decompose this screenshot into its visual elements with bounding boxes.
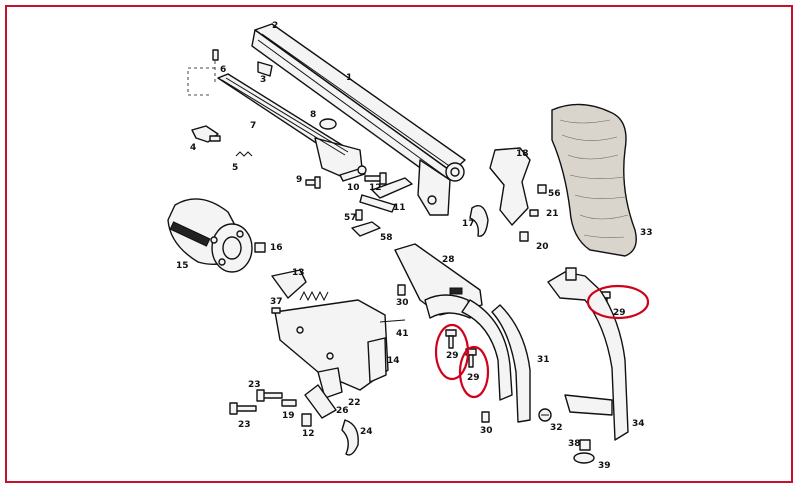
label-17: 17 xyxy=(462,219,475,229)
label-4: 4 xyxy=(190,143,196,153)
part-wedge xyxy=(359,177,413,213)
part-4-latch xyxy=(191,125,221,143)
screw-9 xyxy=(305,176,321,189)
screw-23-upper xyxy=(256,389,283,402)
screw-30-lower xyxy=(481,411,490,423)
label-34: 34 xyxy=(632,419,645,429)
label-29b: 29 xyxy=(467,373,480,383)
screw-20 xyxy=(519,231,529,242)
label-24: 24 xyxy=(360,427,373,437)
label-8: 8 xyxy=(310,110,316,120)
label-21: 21 xyxy=(546,209,559,219)
label-22: 22 xyxy=(348,398,361,408)
screw-12-lower xyxy=(301,413,312,427)
label-41: 41 xyxy=(396,329,409,339)
label-23b: 23 xyxy=(238,420,251,430)
highlight-ring-29-middle xyxy=(458,345,490,399)
highlight-ring-29-left xyxy=(434,323,470,381)
screw-21 xyxy=(529,209,539,217)
screw-30-upper xyxy=(397,284,406,296)
screw-32 xyxy=(538,408,552,422)
part-barrel xyxy=(251,23,466,216)
part-grip xyxy=(551,103,637,257)
label-30b: 30 xyxy=(480,426,493,436)
label-29c: 29 xyxy=(613,308,626,318)
label-56: 56 xyxy=(548,189,561,199)
part-cylinder xyxy=(167,198,253,273)
label-58: 58 xyxy=(380,233,393,243)
part-57-58 xyxy=(351,209,381,237)
label-10: 10 xyxy=(347,183,360,193)
label-13: 13 xyxy=(292,268,305,278)
label-7: 7 xyxy=(250,121,256,131)
label-2: 2 xyxy=(272,21,278,31)
part-22 xyxy=(317,367,343,399)
label-16: 16 xyxy=(270,243,283,253)
label-39: 39 xyxy=(598,461,611,471)
label-15: 15 xyxy=(176,261,189,271)
label-9: 9 xyxy=(296,175,302,185)
label-12b: 12 xyxy=(302,429,315,439)
part-loading-lever xyxy=(217,73,363,179)
label-20: 20 xyxy=(536,242,549,252)
label-23a: 23 xyxy=(248,380,261,390)
label-26: 26 xyxy=(336,406,349,416)
part-31 xyxy=(491,304,531,423)
label-11: 11 xyxy=(393,203,406,213)
part-24-trigger xyxy=(341,419,359,456)
label-38: 38 xyxy=(568,439,581,449)
part-37 xyxy=(271,307,281,314)
label-30a: 30 xyxy=(396,298,409,308)
part-18-bolt xyxy=(489,147,531,226)
screw-29-left xyxy=(445,329,457,349)
part-38-39 xyxy=(573,439,595,464)
label-28: 28 xyxy=(442,255,455,265)
label-18: 18 xyxy=(516,149,529,159)
part-41 xyxy=(379,319,406,323)
diagram-frame xyxy=(5,5,793,483)
highlight-ring-29-right xyxy=(586,284,650,320)
part-frame xyxy=(274,299,389,391)
screw-56 xyxy=(537,184,547,194)
label-32: 32 xyxy=(550,423,563,433)
screw-12-upper xyxy=(364,172,387,185)
part-6-pin xyxy=(212,49,219,61)
label-12a: 12 xyxy=(369,183,382,193)
label-19: 19 xyxy=(282,411,295,421)
screw-10 xyxy=(339,165,367,182)
screw-23-lower xyxy=(229,402,257,415)
label-37: 37 xyxy=(270,297,283,307)
part-trigger-guard-28 xyxy=(394,243,513,401)
label-33: 33 xyxy=(640,228,653,238)
label-1: 1 xyxy=(346,73,352,83)
part-16-nipple xyxy=(254,242,266,253)
label-6: 6 xyxy=(220,65,226,75)
part-5-spring xyxy=(235,151,253,157)
label-3: 3 xyxy=(260,75,266,85)
screw-19 xyxy=(281,399,297,407)
part-26-bolt xyxy=(304,384,337,419)
part-backstrap xyxy=(547,267,629,441)
label-57: 57 xyxy=(344,213,357,223)
label-31: 31 xyxy=(537,355,550,365)
part-17 xyxy=(469,205,489,237)
label-29a: 29 xyxy=(446,351,459,361)
label-5: 5 xyxy=(232,163,238,173)
label-14: 14 xyxy=(387,356,400,366)
